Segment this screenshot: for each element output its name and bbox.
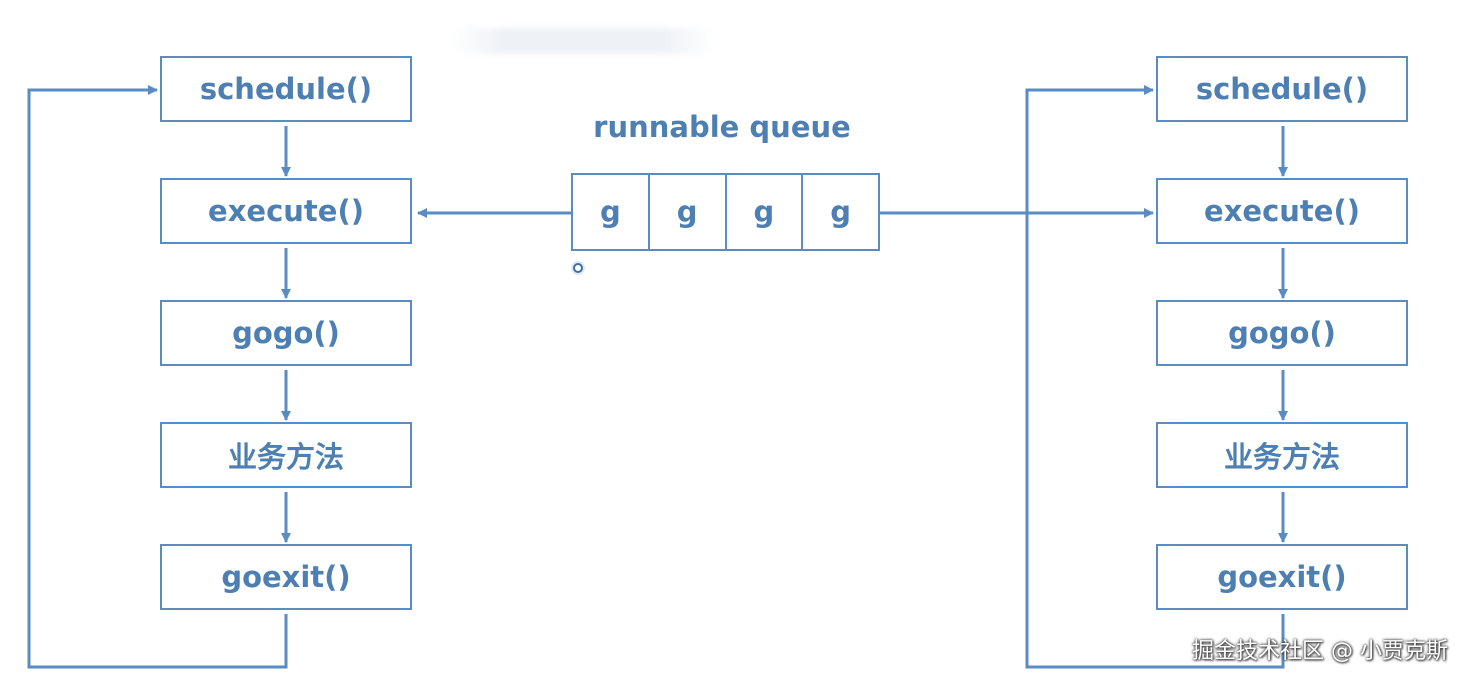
- queue-goroutine-cell: g: [573, 175, 650, 249]
- runnable-queue-title: runnable queue: [593, 110, 851, 144]
- pointer-cursor-icon: [571, 261, 585, 275]
- queue-goroutine-cell: g: [830, 195, 851, 229]
- left-goexit-label: goexit(): [221, 560, 351, 594]
- right-loop-back-arrow: [1025, 85, 1285, 669]
- left-gogo-label: gogo(): [232, 316, 340, 350]
- right-schedule-label: schedule(): [1195, 72, 1369, 106]
- watermark-text: 掘金技术社区 @ 小贾克斯: [1192, 639, 1448, 664]
- right-goexit-label: goexit(): [1217, 560, 1347, 594]
- left-business-method-label: 业务方法: [227, 440, 344, 474]
- right-execute-box: execute(): [1156, 178, 1408, 244]
- runnable-queue: g g g g: [571, 173, 880, 251]
- left-schedule-box: schedule(): [160, 56, 412, 122]
- right-gogo-box: gogo(): [1156, 300, 1408, 366]
- left-schedule-label: schedule(): [199, 72, 373, 106]
- blurred-header-strip: [450, 28, 715, 54]
- left-business-method-box: 业务方法: [160, 422, 412, 488]
- left-loop-back-arrow: [27, 85, 288, 669]
- right-goexit-box: goexit(): [1156, 544, 1408, 610]
- left-goexit-box: goexit(): [160, 544, 412, 610]
- right-business-method-label: 业务方法: [1223, 440, 1340, 474]
- left-execute-box: execute(): [160, 178, 412, 244]
- queue-goroutine-cell: g: [650, 175, 727, 249]
- right-gogo-label: gogo(): [1228, 316, 1336, 350]
- left-gogo-box: gogo(): [160, 300, 412, 366]
- right-business-method-box: 业务方法: [1156, 422, 1408, 488]
- queue-goroutine-cell: g: [727, 175, 804, 249]
- right-execute-label: execute(): [1204, 194, 1360, 228]
- right-schedule-box: schedule(): [1156, 56, 1408, 122]
- left-execute-label: execute(): [208, 194, 364, 228]
